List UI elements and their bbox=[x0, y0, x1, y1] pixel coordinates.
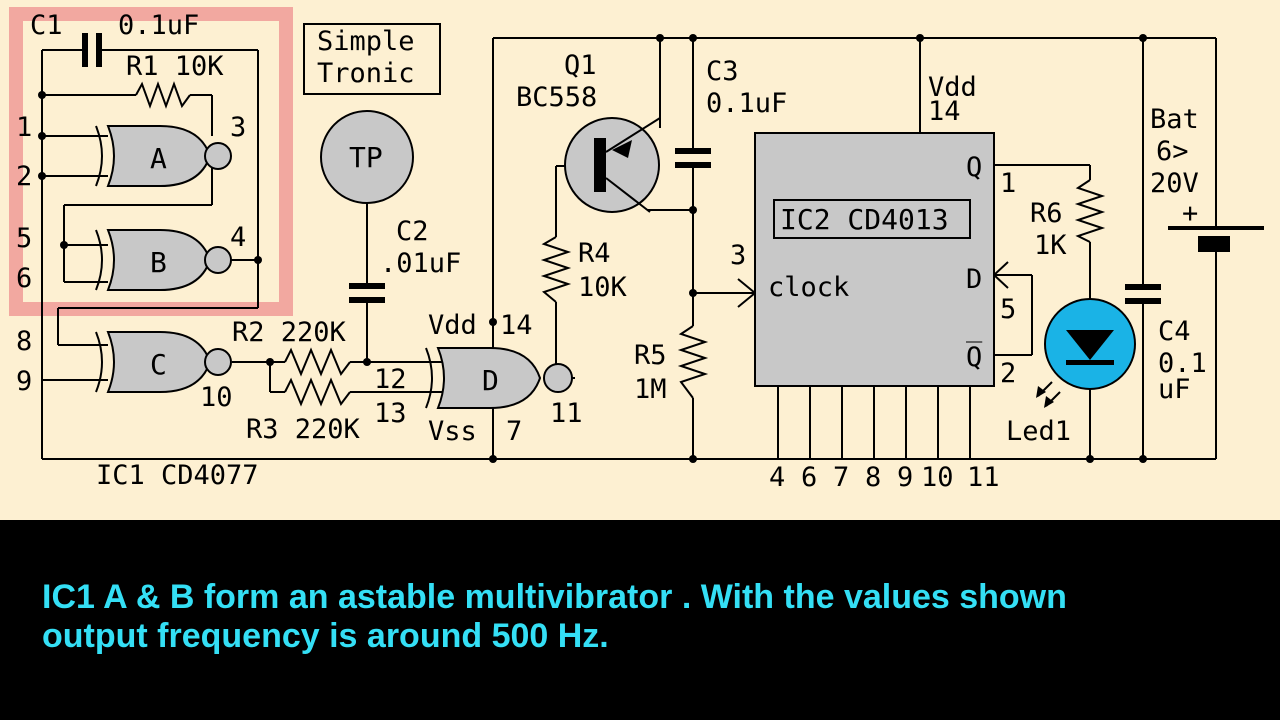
gate-c bbox=[95, 331, 232, 393]
ic2-pin-10: 10 bbox=[921, 462, 954, 493]
gate-d bbox=[425, 347, 573, 409]
gate-c-label: C bbox=[150, 348, 167, 381]
pin-9: 9 bbox=[16, 366, 32, 397]
r4-resistor bbox=[540, 236, 572, 303]
q1-label: Q1 bbox=[564, 50, 597, 81]
ic2-vdd-pin: 14 bbox=[928, 96, 961, 127]
qbar-bar: _ bbox=[966, 312, 983, 343]
logo-line1: Simple bbox=[317, 26, 415, 57]
pin-6: 6 bbox=[16, 263, 32, 294]
junctions bbox=[38, 34, 1147, 463]
q1-transistor bbox=[564, 117, 661, 213]
led-label: Led1 bbox=[1006, 416, 1071, 447]
ic2-title: IC2 CD4013 bbox=[780, 203, 949, 236]
q-pin: 1 bbox=[1000, 168, 1016, 199]
pin-10: 10 bbox=[200, 382, 233, 413]
pin-11: 11 bbox=[550, 398, 583, 429]
pin-4: 4 bbox=[230, 222, 246, 253]
c1-value: 0.1uF bbox=[118, 10, 199, 41]
c2-value: .01uF bbox=[380, 248, 461, 279]
r3-label: R3 220K bbox=[246, 414, 361, 445]
ic2-body bbox=[754, 132, 995, 387]
gate-d-vdd-pin: 14 bbox=[500, 310, 533, 341]
c3-value: 0.1uF bbox=[706, 88, 787, 119]
bat-plus: + bbox=[1182, 198, 1198, 229]
d-label: D bbox=[966, 264, 982, 295]
r4-label: R4 bbox=[578, 238, 611, 269]
ic2-pin-4: 4 bbox=[769, 462, 785, 493]
ic2-pin-9: 9 bbox=[897, 462, 913, 493]
r5-label: R5 bbox=[634, 340, 667, 371]
pin-12: 12 bbox=[374, 364, 407, 395]
gate-d-vdd: Vdd bbox=[428, 310, 477, 341]
gate-a-label: A bbox=[150, 142, 167, 175]
gate-d-vss-pin: 7 bbox=[506, 416, 522, 447]
gate-b bbox=[95, 229, 232, 291]
bat-range-1: 6> bbox=[1156, 136, 1189, 167]
logo-box bbox=[303, 23, 441, 95]
qbar-label: Q bbox=[966, 342, 982, 373]
pin-8: 8 bbox=[16, 326, 32, 357]
ic2-pin-11: 11 bbox=[967, 462, 1000, 493]
pin-5: 5 bbox=[16, 223, 32, 254]
r6-value: 1K bbox=[1034, 230, 1067, 261]
r6-resistor bbox=[1074, 179, 1106, 243]
c3-capacitor bbox=[675, 148, 711, 168]
pin-2: 2 bbox=[16, 161, 32, 192]
circuit-schematic: Simple Tronic bbox=[0, 0, 1280, 520]
r6-label: R6 bbox=[1030, 198, 1063, 229]
c4-capacitor bbox=[1125, 284, 1161, 304]
r1-resistor bbox=[135, 81, 191, 109]
gate-a bbox=[95, 125, 232, 187]
r5-resistor bbox=[677, 325, 709, 399]
pin-13: 13 bbox=[374, 398, 407, 429]
test-point bbox=[320, 110, 414, 204]
c1-label: C1 bbox=[30, 10, 63, 41]
q-label: Q bbox=[966, 152, 982, 183]
schematic-drawing: Simple Tronic bbox=[9, 7, 1264, 493]
led bbox=[1036, 298, 1136, 408]
gate-b-label: B bbox=[150, 246, 167, 279]
caption-text: IC1 A & B form an astable multivibrator … bbox=[42, 578, 1067, 655]
ic2-vdd: Vdd bbox=[928, 72, 977, 103]
r5-value: 1M bbox=[634, 374, 667, 405]
d-pin: 5 bbox=[1000, 294, 1016, 325]
ic2-title-box bbox=[773, 199, 971, 239]
q1-type: BC558 bbox=[516, 82, 597, 113]
ic1-label: IC1 CD4077 bbox=[96, 460, 259, 491]
ic2-pin-6: 6 bbox=[801, 462, 817, 493]
bat-label: Bat bbox=[1150, 104, 1199, 135]
r3-resistor bbox=[284, 377, 351, 407]
ic2-pin-8: 8 bbox=[865, 462, 881, 493]
clock-label: clock bbox=[768, 272, 849, 303]
gate-d-label: D bbox=[482, 364, 499, 397]
c2-label: C2 bbox=[396, 216, 429, 247]
c4-label: C4 bbox=[1158, 316, 1191, 347]
r2-label: R2 220K bbox=[232, 317, 347, 348]
c4-value-1: 0.1 bbox=[1158, 348, 1207, 379]
c1-capacitor bbox=[82, 33, 102, 67]
qbar-pin: 2 bbox=[1000, 358, 1016, 389]
test-point-label: TP bbox=[349, 141, 383, 174]
gate-d-vss: Vss bbox=[428, 416, 477, 447]
c4-value-2: uF bbox=[1158, 374, 1191, 405]
r4-value: 10K bbox=[578, 272, 628, 303]
c3-label: C3 bbox=[706, 56, 739, 87]
logo-line2: Tronic bbox=[317, 58, 415, 89]
r1-label: R1 10K bbox=[126, 51, 224, 82]
pin-1: 1 bbox=[16, 112, 32, 143]
r2-resistor bbox=[284, 347, 351, 377]
bat-range-2: 20V bbox=[1150, 168, 1199, 199]
battery bbox=[1168, 226, 1264, 252]
pin-3: 3 bbox=[230, 112, 246, 143]
ic2-pin-7: 7 bbox=[833, 462, 849, 493]
c2-capacitor bbox=[349, 283, 385, 303]
clock-pin: 3 bbox=[730, 240, 746, 271]
